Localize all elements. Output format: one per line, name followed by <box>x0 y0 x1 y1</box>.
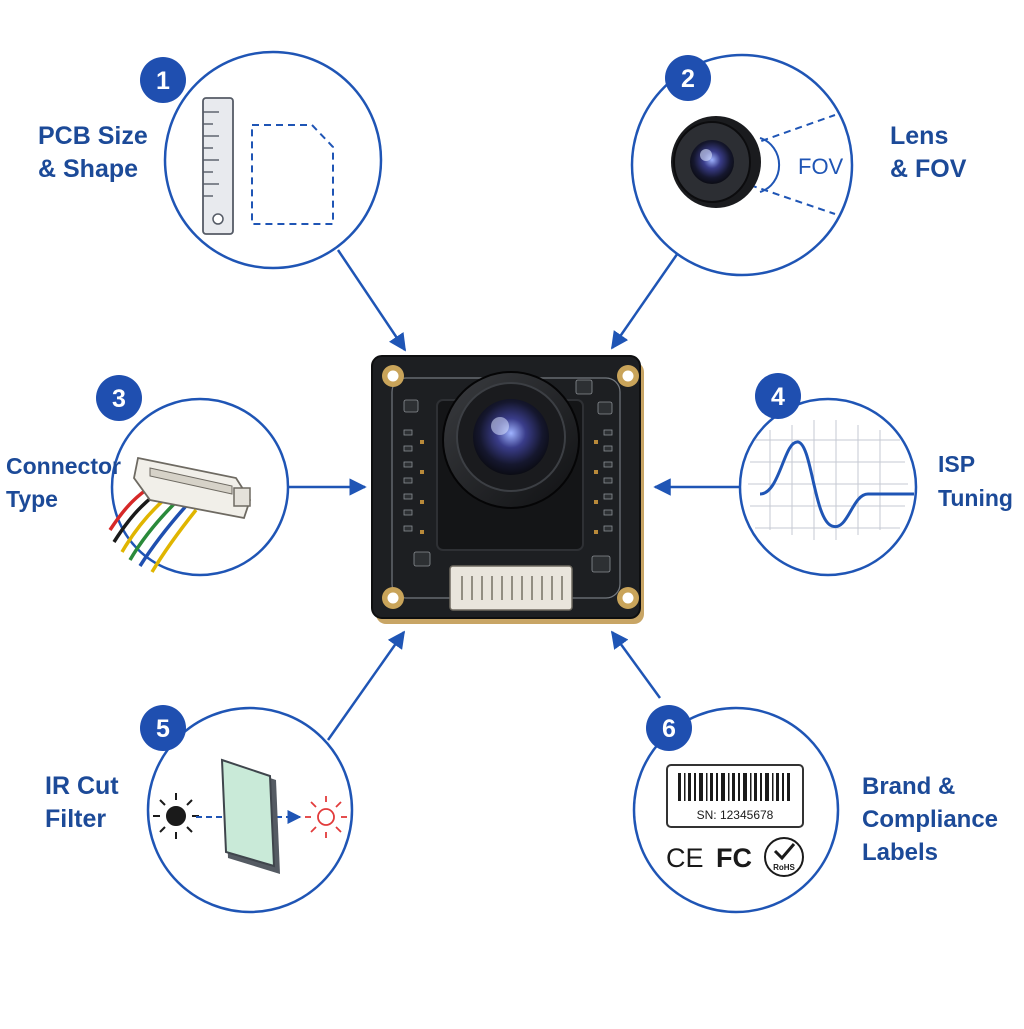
badge-5 <box>140 705 186 751</box>
arrows <box>288 249 740 741</box>
arrow-2 <box>610 249 682 350</box>
ribbon-connector <box>449 565 573 611</box>
connector-pins <box>461 576 563 600</box>
feature-circle-1: 1 <box>140 50 383 270</box>
ruler-outline-icon <box>202 97 334 235</box>
rohs-mark: RoHS <box>764 837 804 877</box>
label-ir-cut-filter: IR Cut Filter <box>45 772 119 833</box>
label-isp-tuning: ISP Tuning <box>938 451 1013 511</box>
tuning-curve-icon <box>748 420 914 540</box>
badge-4 <box>755 373 801 419</box>
lens-fov-icon: FOV <box>671 114 844 215</box>
ce-mark: CE <box>666 843 704 873</box>
serial-number: SN: 12345678 <box>697 808 774 822</box>
sun-black-icon <box>153 793 199 839</box>
wire-connector-icon <box>108 456 251 573</box>
feature-circle-2: FOV 2 <box>630 53 854 277</box>
feature-circle-4: 4 <box>738 373 918 577</box>
fc-mark: FC <box>716 843 752 873</box>
badge-6-number: 6 <box>662 715 676 743</box>
arrow-1 <box>336 249 407 352</box>
sun-red-icon <box>305 796 347 838</box>
label-brand-compliance: Brand & Compliance Labels <box>862 773 999 866</box>
label-barcode-icon: SN: 12345678 CE FC RoHS <box>666 764 804 877</box>
camera-module-board-icon <box>371 355 644 624</box>
badge-1-number: 1 <box>156 67 170 95</box>
badge-4-number: 4 <box>771 383 785 411</box>
label-pcb-size-shape: PCB Size & Shape <box>38 122 148 183</box>
badge-2 <box>665 55 711 101</box>
smd-components <box>403 379 613 573</box>
rohs-text: RoHS <box>773 863 795 872</box>
feature-circle-5: 5 <box>140 705 354 914</box>
badge-3 <box>96 375 142 421</box>
arrow-5 <box>326 630 406 741</box>
mount-holes <box>382 365 639 609</box>
badge-2-number: 2 <box>681 65 695 93</box>
label-connector-type: Connector Type <box>6 453 121 512</box>
feature-circle-6: SN: 12345678 CE FC RoHS 6 <box>632 705 840 914</box>
arrow-6 <box>610 630 662 699</box>
fov-label: FOV <box>798 154 844 179</box>
feature-circle-3: 3 <box>96 375 290 577</box>
pads <box>420 440 598 534</box>
ir-filter-icon <box>153 758 347 874</box>
badge-5-number: 5 <box>156 715 170 743</box>
badge-1 <box>140 57 186 103</box>
label-lens-fov: Lens & FOV <box>890 122 967 183</box>
badge-6 <box>646 705 692 751</box>
badge-3-number: 3 <box>112 385 126 413</box>
